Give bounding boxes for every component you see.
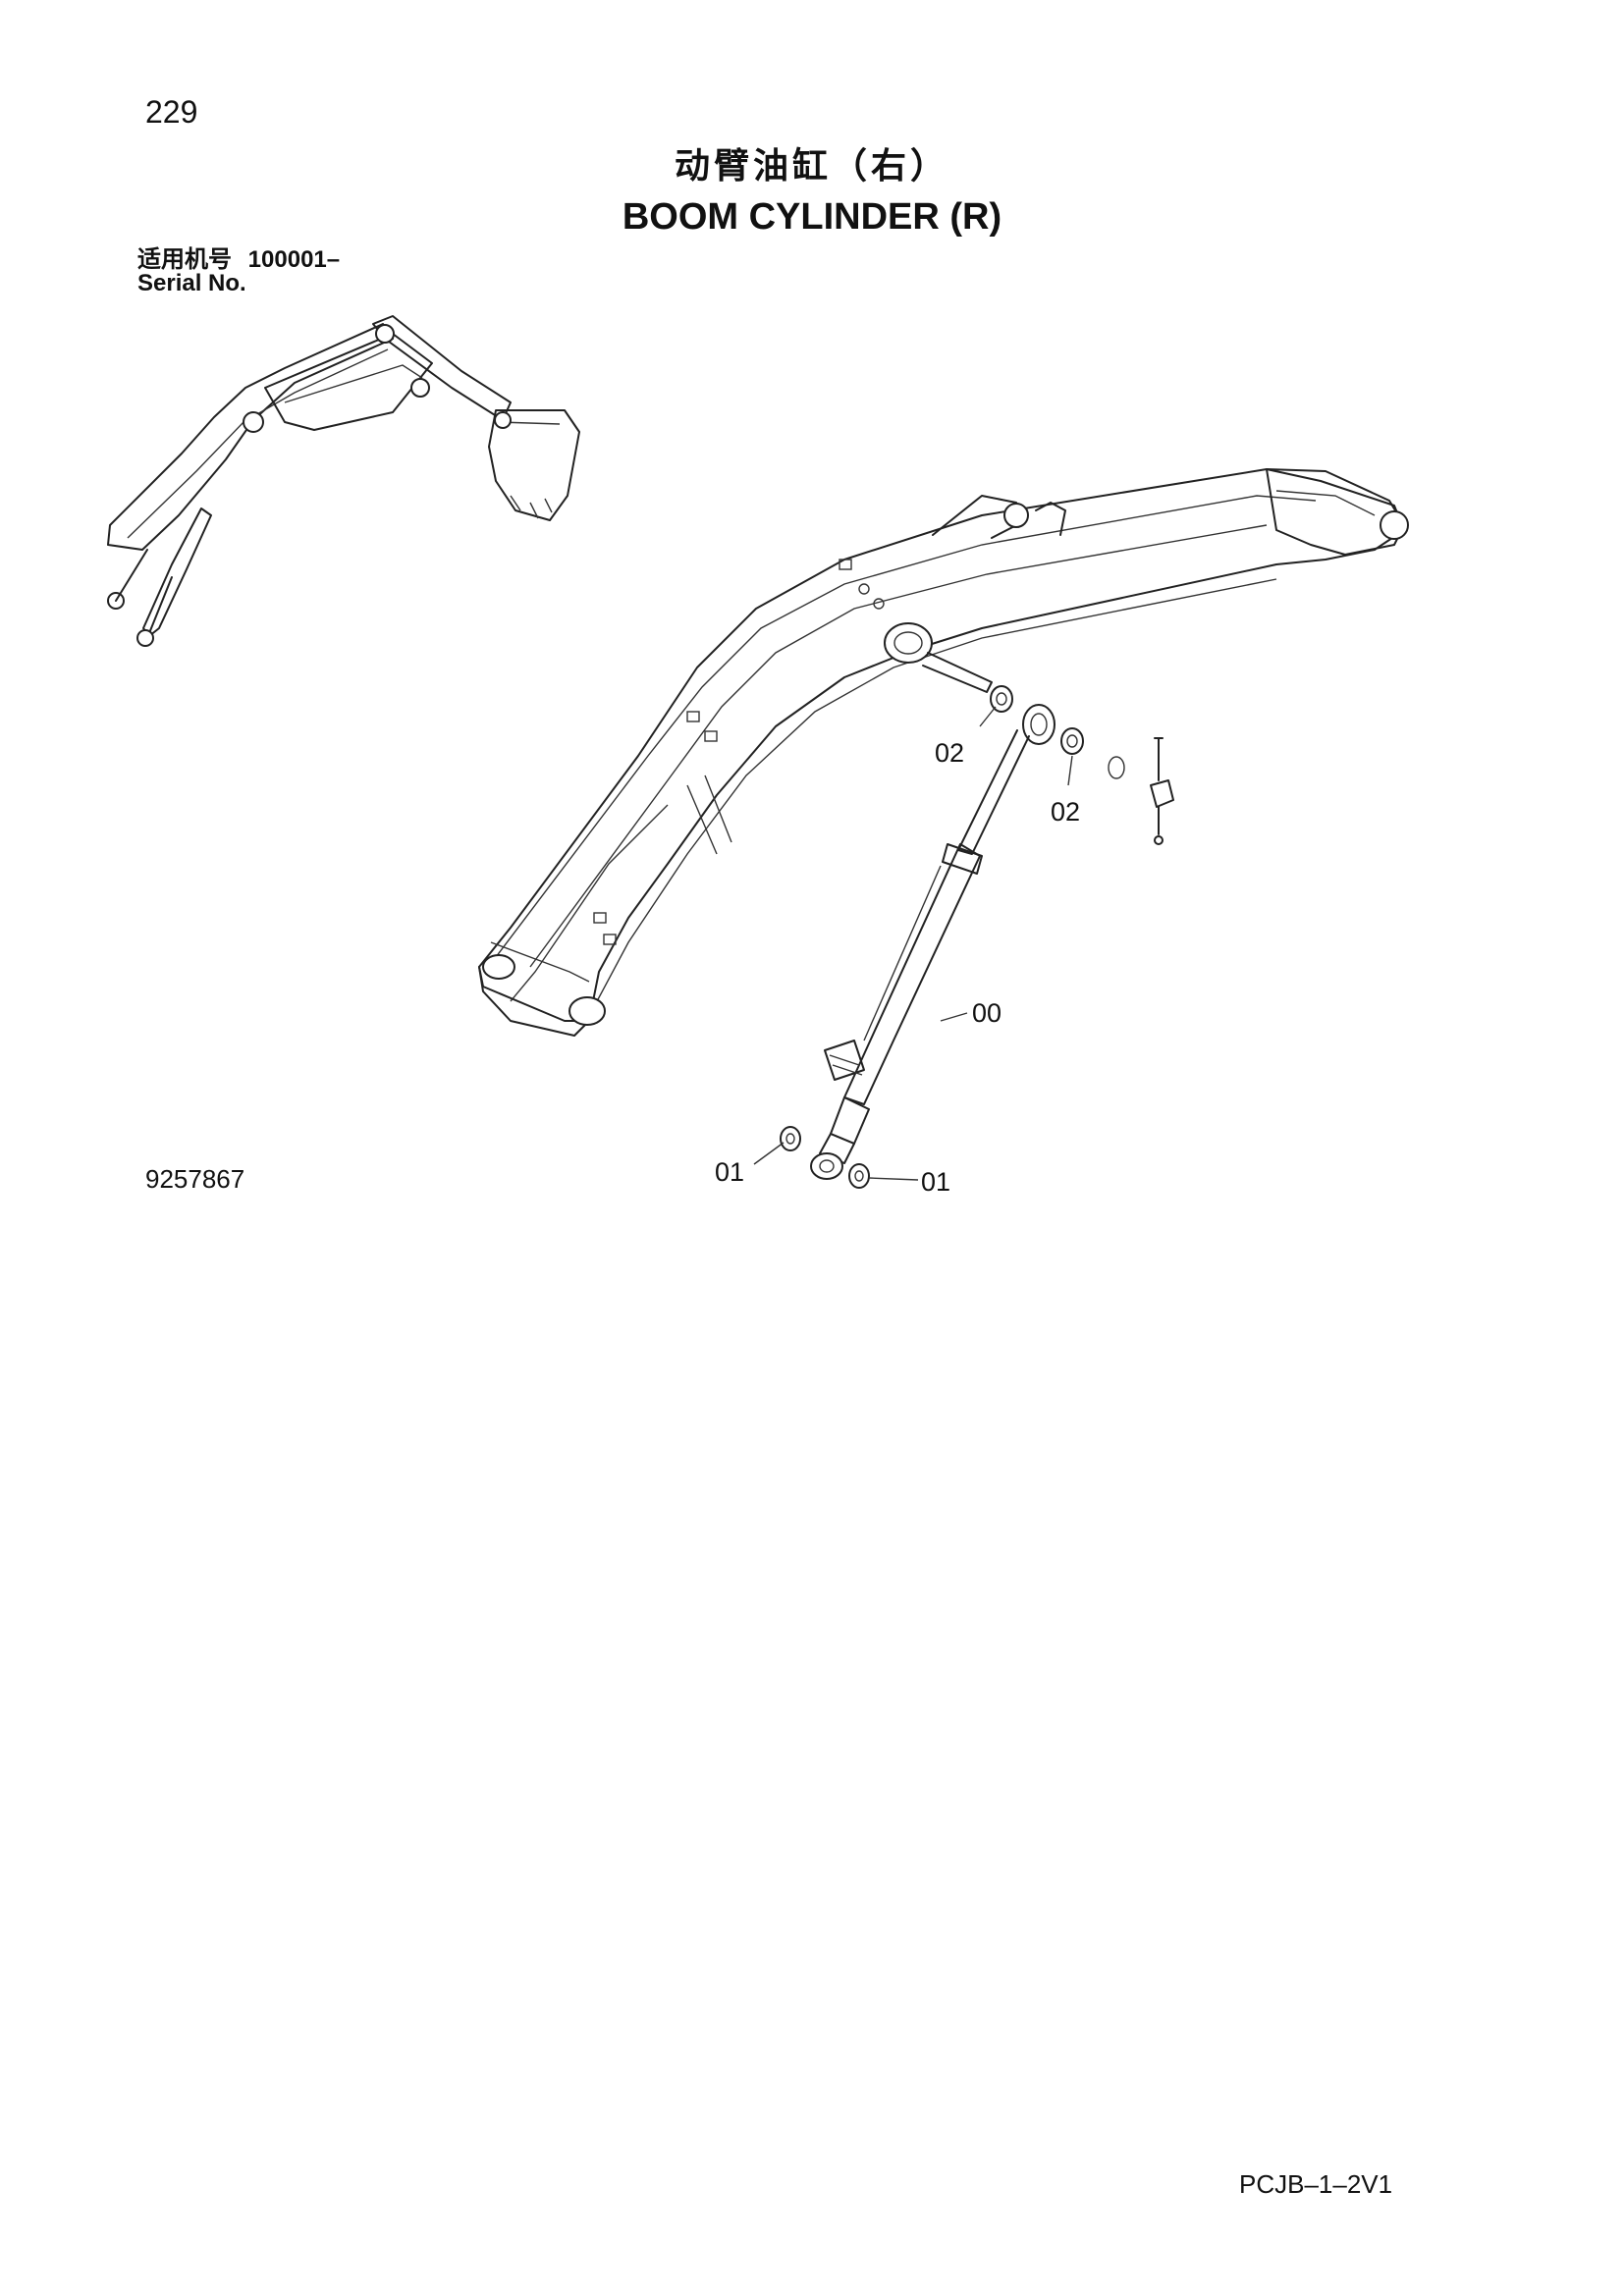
title-block: 动臂油缸（右） BOOM CYLINDER (R): [0, 137, 1624, 239]
callout-02-right: 02: [1051, 797, 1080, 827]
page-number: 229: [145, 94, 198, 130]
serial-line-cn: 适用机号 100001–: [137, 247, 340, 272]
callout-02-left: 02: [935, 738, 964, 768]
page-title-chinese: 动臂油缸（右）: [674, 146, 949, 187]
callout-00: 00: [972, 998, 1001, 1028]
page-title-english: BOOM CYLINDER (R): [622, 196, 1002, 238]
callout-01-left: 01: [715, 1157, 744, 1187]
boom-cylinder: [810, 704, 1056, 1180]
callout-01-right: 01: [921, 1167, 950, 1197]
serial-value: 100001–: [247, 246, 341, 273]
footer-code: PCJB–1–2V1: [1239, 2169, 1393, 2199]
callouts: 00 01 01 02 02: [715, 706, 1080, 1197]
serial-label-en: Serial No.: [137, 270, 246, 296]
serial-label-cn: 适用机号: [137, 245, 232, 273]
small-parts: [780, 685, 1174, 1189]
attachment-thumbnail: [107, 315, 580, 647]
drawing-number: 9257867: [145, 1164, 245, 1194]
boom-structure: [478, 468, 1409, 1037]
serial-info: 适用机号 100001– Serial No.: [137, 247, 340, 295]
